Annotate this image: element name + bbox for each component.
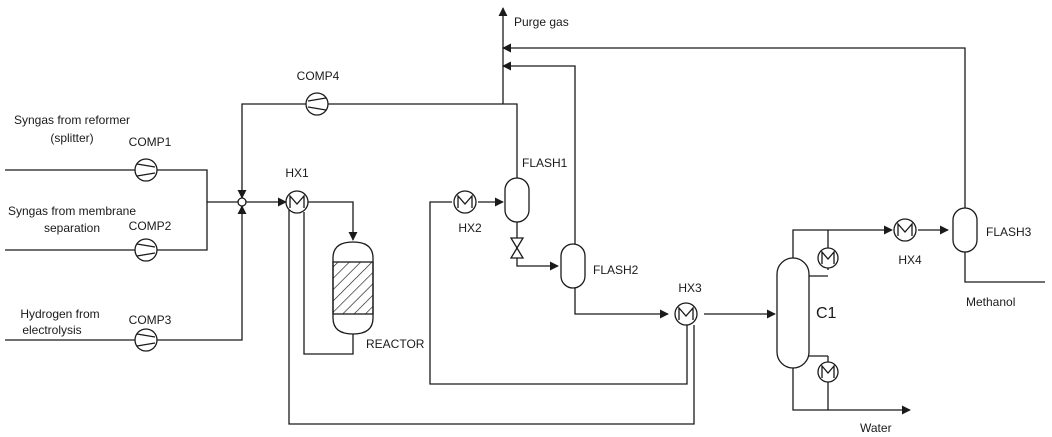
catalyst-bed	[332, 261, 374, 315]
stream-c1-bottom	[792, 368, 911, 415]
label-reactor: REACTOR	[366, 337, 425, 351]
stream-flash1-vapour	[503, 103, 518, 178]
stream-hx1-to-hx3	[288, 210, 695, 425]
stream-flash2-liquid	[574, 286, 669, 319]
label-comp1: COMP1	[129, 135, 172, 149]
label-flash2: FLASH2	[593, 263, 639, 277]
heat-exchanger-hx3	[674, 302, 698, 326]
condenser	[809, 247, 839, 277]
stream-comp3-to-mixer	[157, 205, 247, 341]
stream-comp1-to-mixer	[157, 169, 208, 202]
stream-hx3-to-hx2	[429, 201, 688, 385]
label-hydrogen-sub: electrolysis	[22, 323, 81, 337]
distillation-column-c1	[776, 257, 810, 369]
label-hx4: HX4	[898, 253, 922, 267]
valve	[509, 237, 525, 259]
label-purge-gas: Purge gas	[514, 15, 569, 29]
compressor-comp2	[134, 238, 158, 262]
mixer	[237, 197, 247, 207]
stream-flash2-vapour	[502, 61, 576, 244]
stream-comp4-to-mixer	[237, 103, 306, 199]
compressor-comp1	[134, 158, 158, 182]
compressor-comp4	[305, 92, 329, 116]
label-hx3: HX3	[678, 281, 702, 295]
labels: Syngas from reformer (splitter) Syngas f…	[8, 15, 1032, 435]
label-comp4: COMP4	[297, 69, 340, 83]
label-hx2: HX2	[458, 221, 482, 235]
label-flash3: FLASH3	[986, 225, 1032, 239]
heat-exchanger-hx4	[893, 218, 917, 242]
label-flash1: FLASH1	[522, 156, 568, 170]
stream-valve-to-flash2	[516, 258, 559, 271]
stream-c1-top	[792, 225, 893, 258]
flash-drum-flash3	[952, 207, 978, 253]
label-syngas-reformer-sub: (splitter)	[50, 131, 93, 145]
reactor-vessel	[332, 241, 374, 335]
label-syngas-membrane-sub: separation	[44, 221, 100, 235]
stream-methanol	[964, 250, 1045, 283]
stream-flash3-vapour	[502, 43, 966, 208]
flash-drum-flash2	[560, 243, 586, 289]
label-comp2: COMP2	[129, 219, 172, 233]
label-syngas-membrane: Syngas from membrane	[8, 204, 136, 218]
label-c1: C1	[816, 305, 837, 322]
heat-exchanger-hx2	[453, 190, 477, 214]
compressor-comp3	[134, 328, 158, 352]
label-hydrogen: Hydrogen from	[20, 307, 99, 321]
label-methanol: Methanol	[966, 295, 1015, 309]
heat-exchanger-hx1	[285, 190, 309, 214]
label-water: Water	[860, 421, 892, 435]
flash-drum-flash1	[504, 177, 530, 223]
stream-comp2-to-mixer	[157, 201, 238, 251]
reboiler	[809, 355, 839, 383]
stream-reactor-outlet	[303, 212, 354, 355]
label-syngas-reformer: Syngas from reformer	[14, 113, 130, 127]
label-hx1: HX1	[285, 166, 309, 180]
stream-hx1-to-reactor	[308, 201, 358, 241]
label-comp3: COMP3	[129, 313, 172, 327]
